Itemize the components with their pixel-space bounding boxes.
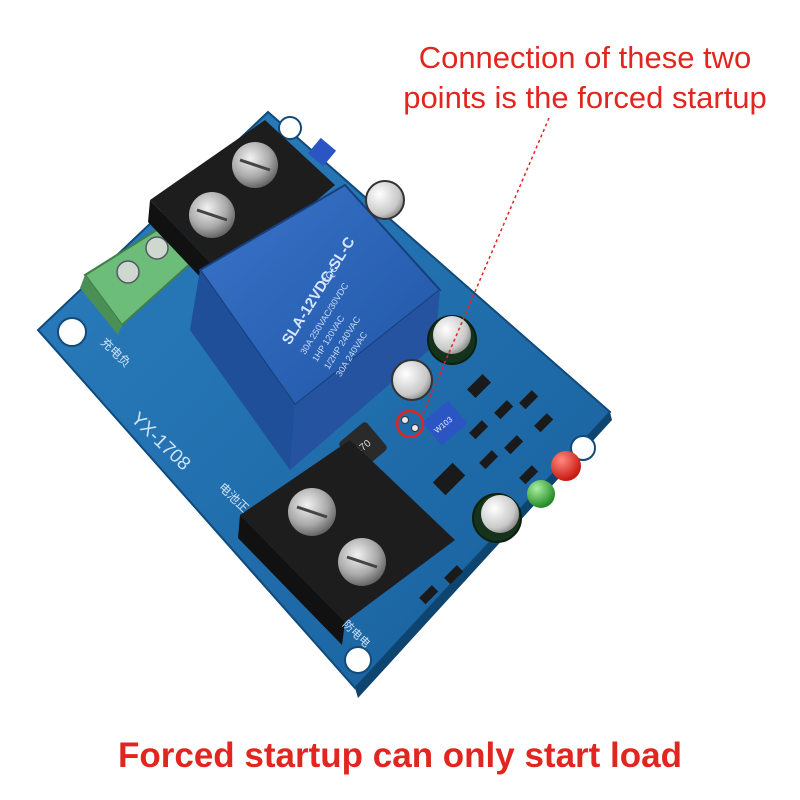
green-terminal-block: [80, 226, 194, 335]
footer-caption: Forced startup can only start load: [118, 736, 682, 775]
mounting-hole: [344, 646, 372, 674]
trim-potentiometer: W103: [422, 400, 468, 446]
forced-startup-points: [395, 409, 425, 439]
annotation-line-1: Connection of these two: [418, 40, 752, 75]
mounting-hole: [278, 116, 302, 140]
led-green: [527, 480, 555, 508]
capacitor: [365, 180, 522, 543]
annotation-line-2: points is the forced startup: [403, 80, 767, 115]
led-red: [551, 451, 581, 481]
mounting-hole: [57, 317, 87, 347]
relay: SLA-12VDC-SL-C 30A 250VAC/30VDC 1HP 120V…: [190, 183, 442, 470]
lower-screw-terminal: [238, 440, 455, 645]
mounting-hole: [570, 435, 596, 461]
annotation-caption: Connection of these two points is the fo…: [380, 38, 790, 118]
potentiometer: [307, 137, 337, 167]
